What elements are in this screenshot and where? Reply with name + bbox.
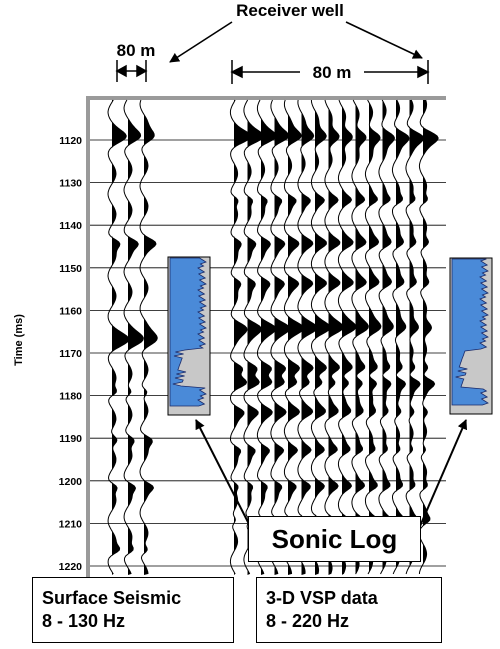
trace-line	[391, 99, 410, 575]
y-tick-label: 1130	[59, 178, 82, 190]
trace-line	[123, 99, 144, 575]
y-tick-label: 1170	[59, 348, 82, 360]
plot-top-frame	[86, 96, 446, 100]
trace-fill	[328, 100, 344, 575]
y-axis-label: Time (ms)	[13, 314, 25, 366]
trace-line	[229, 99, 252, 575]
trace-fill	[274, 100, 290, 575]
dimension-left-marker	[115, 60, 148, 82]
trace-line	[139, 99, 158, 575]
y-tick-label: 1220	[59, 561, 83, 573]
trace-fill	[261, 100, 277, 575]
sonic-arrow-right	[413, 419, 468, 541]
vsp-box: 3-D VSP data 8 - 220 Hz	[256, 577, 442, 643]
trace-line	[378, 99, 396, 575]
trace-fill	[112, 100, 129, 575]
trace-line	[283, 99, 305, 575]
sonic-log-panel-left	[167, 256, 211, 416]
y-tick-labels: 1120 1130 1140 1150 1160 1170 1180 1190 1200 1210…	[59, 135, 83, 573]
receiver-well-label: Receiver well	[236, 1, 344, 20]
dimension-right-marker	[230, 60, 430, 84]
y-tick-label: 1210	[59, 518, 83, 530]
sonic-arrow-left	[195, 419, 253, 531]
trace-fill	[396, 100, 409, 575]
dimension-right-label: 80 m	[313, 63, 352, 82]
time-gridlines	[90, 139, 446, 567]
trace-line	[270, 99, 291, 575]
trace-line	[310, 99, 331, 575]
y-tick-label: 1190	[59, 433, 82, 445]
trace-line	[297, 99, 318, 575]
trace-line	[256, 99, 277, 575]
surface-seismic-band: 8 - 130 Hz	[42, 611, 126, 631]
receiver-well-arrow-left	[169, 21, 233, 63]
vsp-title: 3-D VSP data	[266, 588, 378, 608]
axis-bar	[86, 96, 90, 580]
trace-fill	[128, 100, 144, 575]
trace-fill	[144, 100, 158, 575]
dimension-left-label: 80 m	[117, 41, 156, 60]
y-tick-label: 1200	[59, 476, 83, 488]
surface-seismic-box: Surface Seismic 8 - 130 Hz	[32, 577, 234, 643]
trace-line	[107, 99, 130, 575]
trace-line	[364, 99, 382, 575]
trace-line	[418, 99, 439, 575]
trace-line	[351, 99, 369, 575]
trace-fill	[355, 100, 369, 575]
trace-fill	[423, 100, 439, 575]
y-tick-label: 1120	[59, 135, 82, 147]
y-tick-label: 1150	[59, 263, 82, 275]
y-tick-label: 1160	[59, 305, 82, 317]
trace-line	[405, 99, 425, 575]
sonic-log-panel-right	[449, 257, 493, 415]
trace-fill	[409, 100, 424, 575]
trace-fill	[247, 100, 264, 575]
y-tick-label: 1180	[59, 391, 82, 403]
trace-line	[243, 99, 265, 575]
vsp-traces	[229, 99, 439, 575]
y-tick-label: 1140	[59, 220, 82, 232]
vsp-band: 8 - 220 Hz	[266, 611, 350, 631]
receiver-well-arrow-right	[345, 21, 423, 59]
surface-seismic-traces	[107, 99, 158, 575]
trace-fill	[342, 100, 356, 575]
trace-line	[337, 99, 357, 575]
sonic-log-label: Sonic Log	[248, 516, 421, 562]
surface-seismic-title: Surface Seismic	[42, 588, 182, 608]
trace-line	[324, 99, 344, 575]
time-axis	[86, 96, 446, 580]
